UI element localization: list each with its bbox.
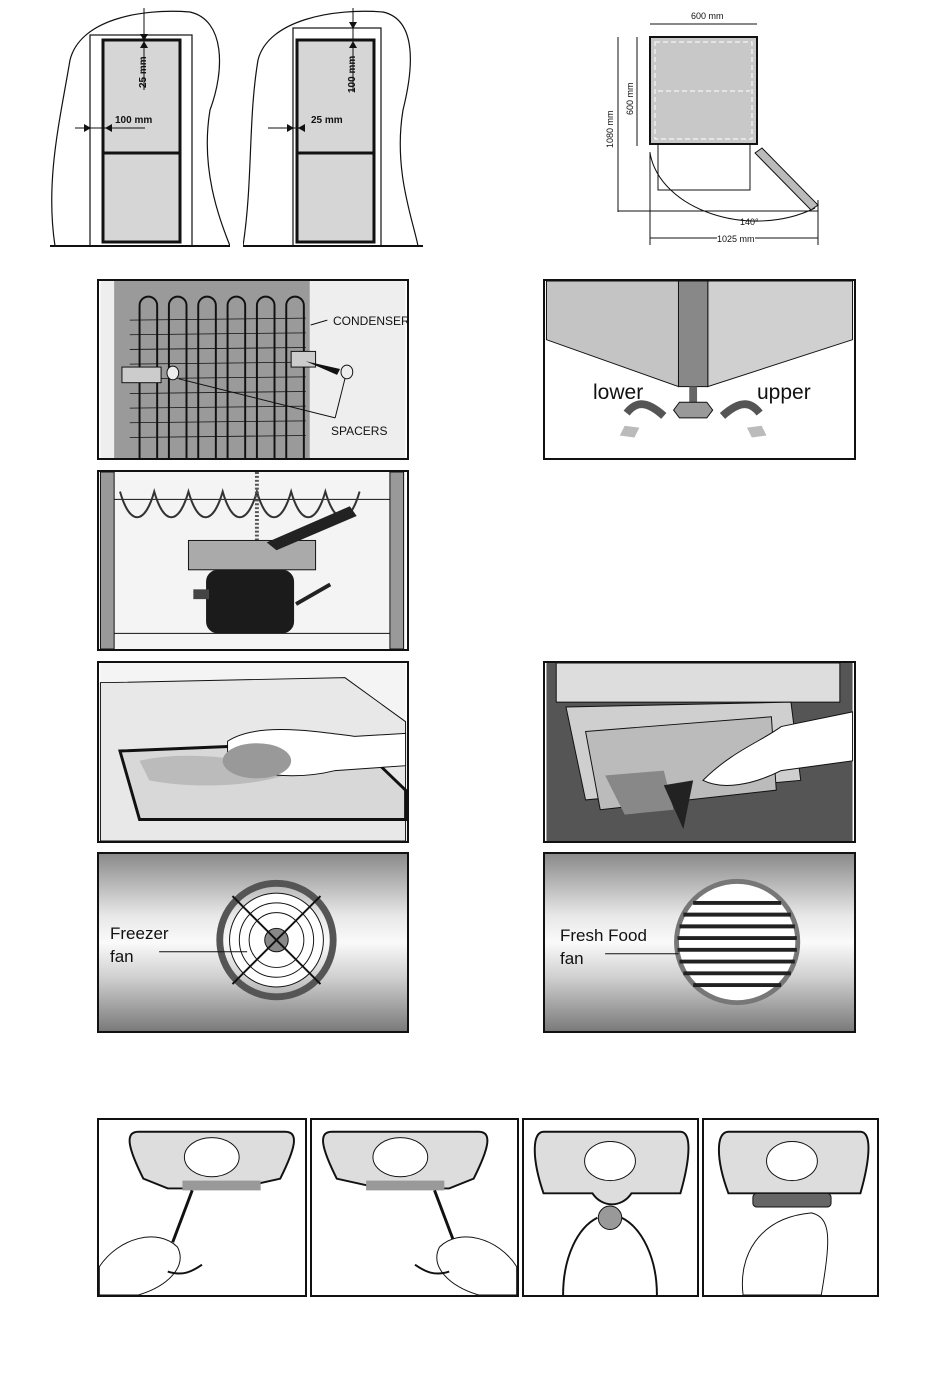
- light-cover-illustration-3: [533, 1130, 690, 1295]
- fresh-food-fan-label-line1: Fresh Food: [560, 926, 647, 945]
- compressor-illustration: [99, 472, 406, 649]
- top-gap-label: 100 mm: [347, 55, 358, 93]
- depth-label: 600 mm: [625, 82, 635, 115]
- fresh-food-fan-panel: Fresh Food fan: [543, 852, 856, 1033]
- width-label: 600 mm: [691, 11, 724, 21]
- drawer-illustration: [546, 663, 854, 841]
- top-gap-label: 25 mm: [138, 56, 149, 88]
- freezer-fan-label-line2: fan: [110, 947, 134, 966]
- light-cover-step-4: [702, 1118, 879, 1297]
- drawer-removal-panel: [543, 661, 856, 843]
- clearance-figure-2: 100 mm 25 mm: [243, 0, 423, 250]
- clearance-figure-1: 25 mm 100 mm: [50, 0, 230, 250]
- clearance-illustration-2: [243, 8, 423, 247]
- light-cover-illustration-2: [322, 1130, 517, 1295]
- depth-door-open-label: 1080 mm: [605, 110, 615, 148]
- width-door-open-label: 1025 mm: [717, 234, 755, 244]
- side-gap-label: 25 mm: [311, 115, 343, 126]
- light-cover-step-3: [522, 1118, 699, 1297]
- dimension-diagram: 600 mm 600 mm 1080 mm 140° 1025 mm: [600, 0, 830, 250]
- light-cover-illustration-4: [718, 1130, 870, 1295]
- condenser-panel: CONDENSER SPACERS: [97, 279, 409, 460]
- fresh-food-fan-illustration: [605, 878, 801, 1006]
- door-angle-label: 140°: [740, 217, 759, 227]
- side-gap-label: 100 mm: [115, 115, 153, 126]
- leveling-foot-panel: lower upper: [543, 279, 856, 460]
- upper-label: upper: [757, 381, 811, 404]
- freezer-fan-panel: Freezer fan: [97, 852, 409, 1033]
- clearance-illustration-1: [50, 8, 230, 247]
- leveling-foot-illustration: [545, 281, 854, 438]
- freezer-fan-illustration: [159, 879, 337, 1001]
- cleaning-illustration: [99, 663, 407, 841]
- fresh-food-fan-label-line2: fan: [560, 949, 584, 968]
- dimension-illustration: [617, 23, 819, 245]
- light-cover-illustration-1: [99, 1130, 295, 1295]
- light-cover-step-2: [310, 1118, 519, 1297]
- lower-label: lower: [593, 381, 644, 404]
- compressor-tray-panel: [97, 470, 409, 651]
- condenser-illustration: [100, 281, 406, 458]
- condenser-label: CONDENSER: [333, 314, 409, 328]
- spacers-label: SPACERS: [331, 424, 388, 438]
- cleaning-panel: [97, 661, 409, 843]
- freezer-fan-label-line1: Freezer: [110, 924, 169, 943]
- light-cover-step-1: [97, 1118, 307, 1297]
